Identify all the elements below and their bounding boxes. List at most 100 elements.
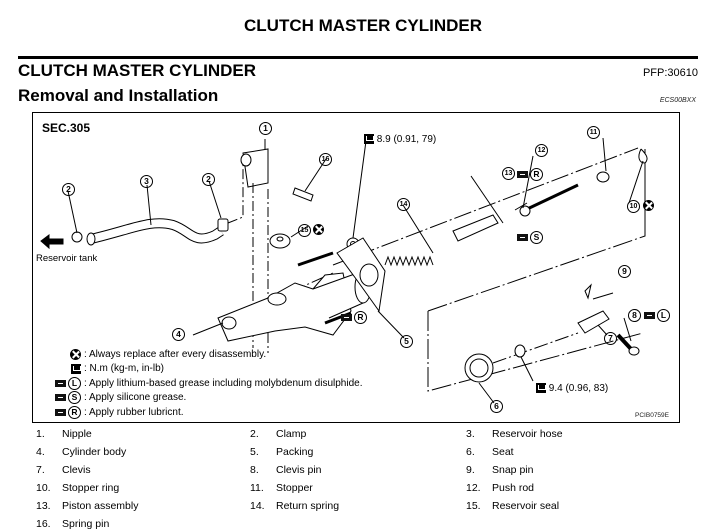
grease-icon xyxy=(55,379,66,387)
grease-tag-13: R xyxy=(517,168,543,181)
callout-16: 16 xyxy=(319,153,332,166)
part-number: 8. xyxy=(250,464,259,476)
exploded-diagram: SEC.305 Reservoir tank 1 2 2 3 4 5 6 7 8… xyxy=(32,112,680,423)
part-name: Nipple xyxy=(62,428,92,440)
part-item: 3.Reservoir hose xyxy=(466,428,563,440)
callout-15: 15 xyxy=(298,224,311,237)
callout-6: 6 xyxy=(490,400,503,413)
part-number: 13. xyxy=(36,500,51,512)
part-item: 5. Packing xyxy=(250,446,313,458)
part-item: 2.Clamp xyxy=(250,428,306,440)
diagram-drawing xyxy=(40,137,648,404)
figure-id: PCIB0759E xyxy=(635,412,669,419)
grease-icon xyxy=(644,312,655,319)
part-item: 4.Cylinder body xyxy=(36,446,126,458)
legend-row-silicone: S: Apply silicone grease. xyxy=(37,391,363,406)
section-title: CLUTCH MASTER CYLINDER xyxy=(18,61,256,80)
part-item: 1. Nipple xyxy=(36,428,92,440)
callout-9: 9 xyxy=(618,265,631,278)
seat xyxy=(464,353,494,383)
part-number: 1. xyxy=(36,428,45,440)
reservoir-tank-label: Reservoir tank xyxy=(36,253,98,264)
torque-icon xyxy=(71,363,81,374)
replace-icon-15 xyxy=(313,224,324,235)
part-number: 10. xyxy=(36,482,51,494)
part-name: Stopper ring xyxy=(62,482,120,494)
legend-row-lithium: L: Apply lithium-based grease including … xyxy=(37,376,363,391)
part-item: 8. Clevis pin xyxy=(250,464,322,476)
grease-icon xyxy=(55,394,66,402)
part-item: 13. Piston assembly xyxy=(36,500,138,512)
section-number: SEC.305 xyxy=(42,121,91,135)
grease-icon xyxy=(517,234,528,241)
part-number: 2. xyxy=(250,428,259,440)
callout-10: 10 xyxy=(627,200,640,213)
part-item: 6.Seat xyxy=(466,446,514,458)
legend-text: : Apply silicone grease. xyxy=(84,392,187,404)
part-number: 11. xyxy=(250,482,264,494)
callout-2b: 2 xyxy=(202,173,215,186)
clamp-left xyxy=(71,231,83,243)
part-item: 11. Stopper xyxy=(250,482,313,494)
part-item: 10. Stopper ring xyxy=(36,482,119,494)
callout-11: 11 xyxy=(587,126,600,139)
part-name: Seat xyxy=(492,446,514,458)
grease-icon xyxy=(517,171,528,178)
torque-icon xyxy=(536,383,546,394)
callout-14: 14 xyxy=(397,198,410,211)
pfp-code: PFP:30610 xyxy=(642,67,698,79)
assembly-frame xyxy=(427,149,646,392)
part-item: 16. Spring pin xyxy=(36,518,109,530)
part-item: 12. Push rod xyxy=(466,482,534,494)
part-item: 9. Snap pin xyxy=(466,464,533,476)
rubber-lube-mark: R xyxy=(68,405,81,419)
callout-1: 1 xyxy=(259,122,272,135)
part-name: Reservoir hose xyxy=(492,428,563,440)
return-spring xyxy=(384,255,434,267)
part-name: Stopper xyxy=(276,482,313,494)
part-name: Snap pin xyxy=(492,464,534,476)
reservoir-arrow xyxy=(40,234,64,250)
clevis-pin xyxy=(616,333,633,351)
part-item: 15.Reservoir seal xyxy=(466,500,559,512)
silicone-grease-mark: S xyxy=(68,391,81,405)
part-number: 16. xyxy=(36,518,51,530)
header-rule xyxy=(18,56,698,59)
part-number: 15. xyxy=(466,500,481,512)
spring-pin xyxy=(292,187,314,202)
centerline xyxy=(332,147,639,266)
part-number: 9. xyxy=(466,464,475,476)
ecs-code: ECS00BXX xyxy=(659,97,696,104)
rubber-lube-mark: R xyxy=(354,311,367,324)
packing xyxy=(336,237,386,313)
part-name: Packing xyxy=(276,446,314,458)
legend-text: : Apply rubber lubricnt. xyxy=(84,406,184,418)
grease-icon xyxy=(55,408,66,416)
part-name: Push rod xyxy=(492,482,535,494)
part-number: 5. xyxy=(250,446,259,458)
callout-12: 12 xyxy=(535,144,548,157)
grease-tag-12: S xyxy=(517,231,543,244)
part-name: Clevis pin xyxy=(276,464,322,476)
piston-assembly xyxy=(452,214,499,242)
legend-row-replace: : Always replace after every disassembly… xyxy=(37,347,363,362)
part-name: Clevis xyxy=(62,464,91,476)
torque-spec-locknut: 9.4 (0.96, 83) xyxy=(536,383,608,394)
callout-3: 3 xyxy=(140,175,153,188)
clevis xyxy=(577,310,610,334)
always-replace-icon xyxy=(70,348,81,360)
part-name: Piston assembly xyxy=(62,500,139,512)
torque-value: 9.4 (0.96, 83) xyxy=(548,383,609,394)
lock-nut xyxy=(514,344,526,358)
clamp-right xyxy=(217,218,229,232)
part-name: Spring pin xyxy=(62,518,110,530)
callout-4: 4 xyxy=(172,328,185,341)
part-number: 12. xyxy=(466,482,481,494)
part-number: 4. xyxy=(36,446,45,458)
grease-icon xyxy=(341,314,352,321)
replace-icon-10 xyxy=(643,200,654,211)
part-item: 14.Return spring xyxy=(250,500,339,512)
torque-spec-nut: 8.9 (0.91, 79) xyxy=(364,134,436,145)
part-number: 7. xyxy=(36,464,45,476)
page-header: CLUTCH MASTER CYLINDER xyxy=(244,16,482,35)
